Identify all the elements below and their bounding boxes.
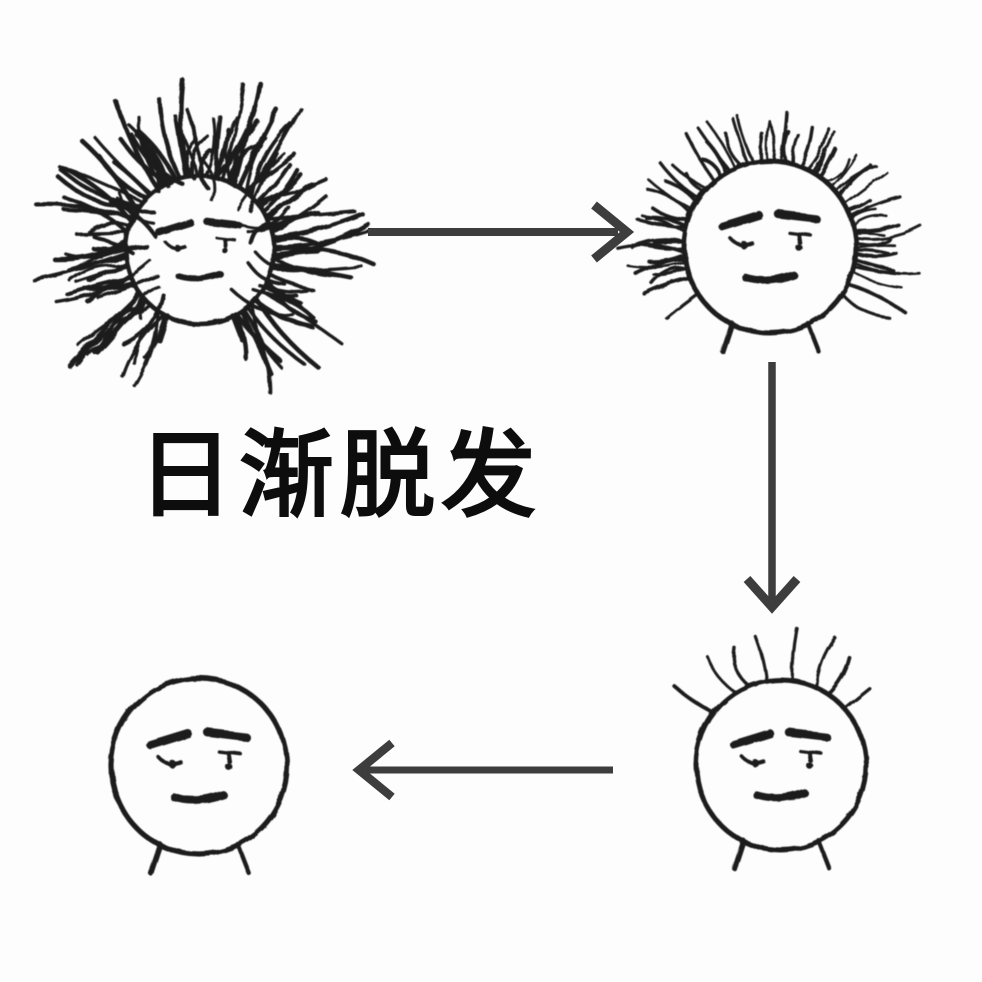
face-thinning-hair-icon [615, 111, 923, 355]
arrow-left-icon [352, 739, 613, 801]
face-wild-full-hair-icon [31, 77, 377, 394]
caption-text: 日渐脱发 [138, 421, 543, 531]
face-sparse-hair-icon [672, 627, 872, 871]
face-bald-icon [108, 675, 290, 876]
arrow-right-icon [368, 201, 635, 263]
